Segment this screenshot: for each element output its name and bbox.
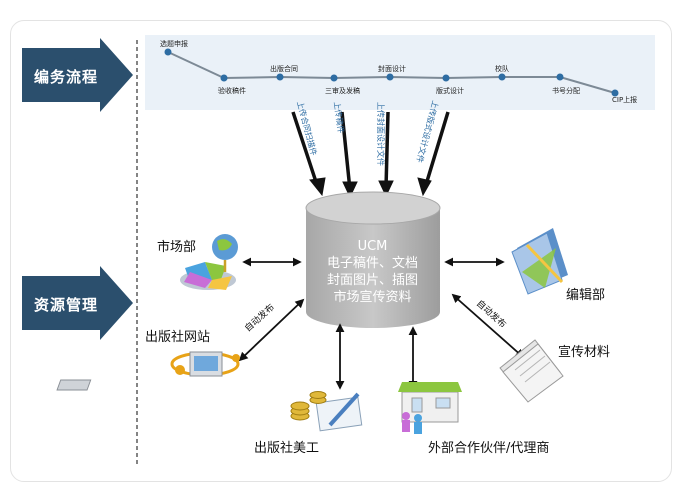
step-dot xyxy=(164,48,172,56)
step-label: 封面设计 xyxy=(378,65,406,73)
step-label: 验收稿件 xyxy=(218,87,246,95)
step-dot xyxy=(556,73,564,81)
workflow-band xyxy=(145,35,655,110)
resources-section-label: 资源管理 xyxy=(34,296,99,314)
upload-label: 上传封面设计文件 xyxy=(376,102,386,166)
resources-section-arrow xyxy=(22,266,133,340)
step-label: 书号分配 xyxy=(552,87,580,95)
step-dot xyxy=(276,73,284,81)
step-label: CIP上报 xyxy=(612,96,638,104)
node-editorial: 编辑部 xyxy=(566,288,606,303)
arrow-promo xyxy=(451,293,525,359)
step-dot xyxy=(220,74,228,82)
connectors xyxy=(238,257,525,390)
arrow-website xyxy=(238,298,305,362)
node-promo: 宣传材料 xyxy=(558,345,611,360)
art-icon xyxy=(290,391,363,432)
ucm-line1: 电子稿件、文档 xyxy=(326,256,418,271)
node-partners: 外部合作伙伴/代理商 xyxy=(428,441,550,456)
workflow-section-arrow xyxy=(22,38,133,112)
ucm-title: UCM xyxy=(357,239,388,254)
step-label: 出版合同 xyxy=(270,65,298,73)
ucm-line3: 市场宣传资料 xyxy=(333,290,412,305)
workflow-dots xyxy=(164,48,619,97)
partners-icon xyxy=(398,382,462,434)
step-label: 三审及发稿 xyxy=(325,87,360,95)
website-icon xyxy=(56,351,240,391)
step-dot xyxy=(611,89,619,97)
step-label: 版式设计 xyxy=(436,87,464,95)
upload-label: 上传稿件 xyxy=(332,101,346,134)
ucm-line2: 封面图片、插图 xyxy=(326,273,418,288)
step-label: 校队 xyxy=(495,65,509,73)
workflow-section-label: 编务流程 xyxy=(34,68,99,86)
market-icon xyxy=(180,234,238,290)
step-dot xyxy=(330,74,338,82)
editorial-icon xyxy=(511,228,568,295)
ucm-cylinder xyxy=(305,191,441,328)
node-market: 市场部 xyxy=(157,240,197,255)
promo-icon xyxy=(499,339,564,403)
auto-publish-right: 自动发布 xyxy=(474,297,509,330)
step-dot xyxy=(498,73,506,81)
step-label: 选题申报 xyxy=(160,40,188,48)
upload-arrows xyxy=(291,111,450,199)
node-art: 出版社美工 xyxy=(254,441,320,456)
node-website: 出版社网站 xyxy=(145,330,211,345)
step-dot xyxy=(442,74,450,82)
step-dot xyxy=(386,73,394,81)
